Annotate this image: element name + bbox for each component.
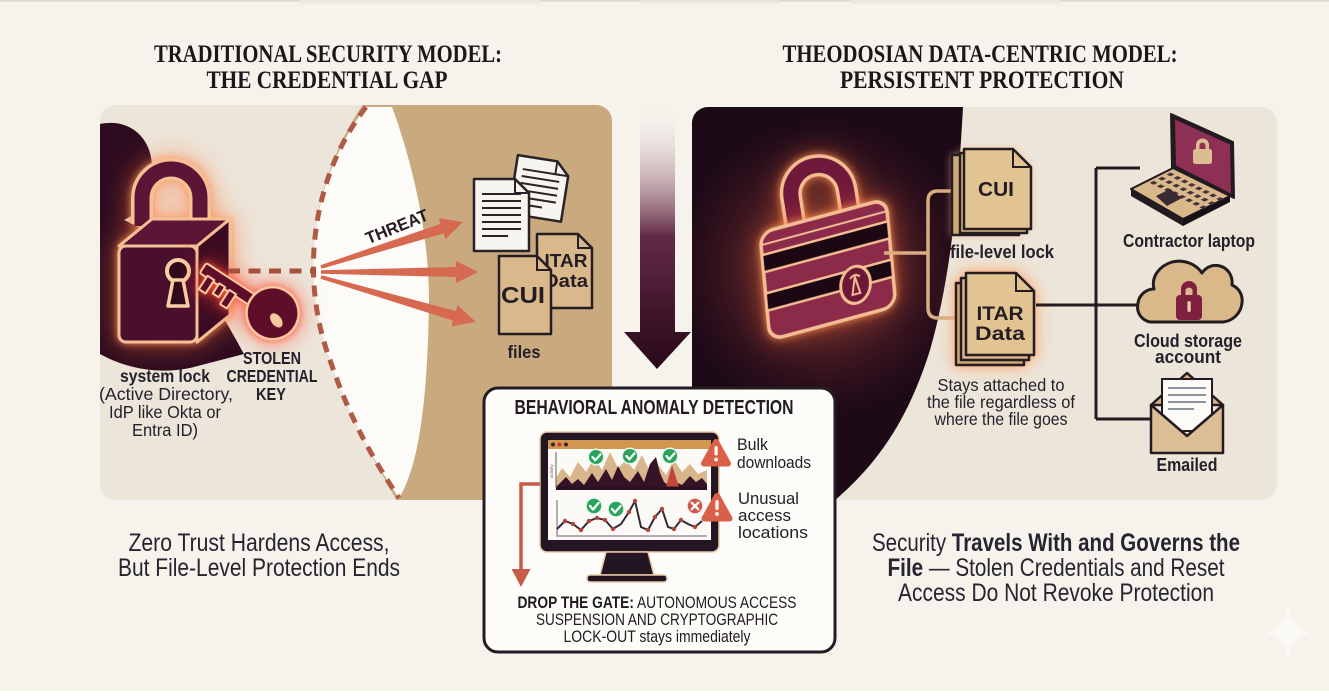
svg-text:TRADITIONAL SECURITY MODEL:: TRADITIONAL SECURITY MODEL:	[154, 41, 502, 68]
svg-text:BEHAVIORAL ANOMALY DETECTION: BEHAVIORAL ANOMALY DETECTION	[515, 397, 794, 419]
svg-text:file-level lock: file-level lock	[950, 242, 1055, 262]
svg-text:Zero Trust Hardens Access,: Zero Trust Hardens Access,	[129, 529, 390, 557]
svg-text:Data: Data	[975, 324, 1026, 345]
svg-text:CUI: CUI	[978, 179, 1014, 201]
svg-text:SUSPENSION AND CRYPTOGRAPHIC: SUSPENSION AND CRYPTOGRAPHIC	[536, 610, 778, 629]
svg-text:File — Stolen Credentials and: File — Stolen Credentials and Reset	[888, 554, 1225, 582]
svg-text:files: files	[508, 342, 541, 362]
svg-text:Entra ID): Entra ID)	[132, 420, 198, 440]
svg-text:Cloud storage: Cloud storage	[1134, 331, 1242, 351]
svg-text:Security Travels With and Gove: Security Travels With and Governs the	[872, 529, 1240, 557]
svg-text:THEODOSIAN DATA-CENTRIC MODEL:: THEODOSIAN DATA-CENTRIC MODEL:	[783, 41, 1178, 68]
svg-text:Access Do Not Revoke Protectio: Access Do Not Revoke Protection	[898, 579, 1214, 607]
svg-text:ITAR: ITAR	[977, 304, 1024, 325]
svg-text:downloads: downloads	[737, 454, 811, 472]
svg-text:LOCK-OUT stays immediately: LOCK-OUT stays immediately	[564, 627, 751, 646]
svg-text:Bulk: Bulk	[737, 436, 769, 454]
svg-text:locations: locations	[738, 524, 808, 542]
svg-text:IdP like Okta or: IdP like Okta or	[109, 402, 221, 422]
svg-text:Contractor laptop: Contractor laptop	[1123, 231, 1255, 251]
svg-text:activity: activity	[549, 463, 554, 478]
svg-text:access: access	[738, 507, 791, 525]
svg-text:CREDENTIAL: CREDENTIAL	[227, 366, 318, 386]
svg-text:Emailed: Emailed	[1157, 455, 1218, 475]
svg-text:But File-Level Protection Ends: But File-Level Protection Ends	[118, 554, 400, 582]
svg-text:THE CREDENTIAL GAP: THE CREDENTIAL GAP	[207, 67, 448, 94]
svg-text:Data: Data	[544, 271, 589, 291]
svg-text:DROP THE GATE: AUTONOMOUS ACCE: DROP THE GATE: AUTONOMOUS ACCESS	[518, 593, 797, 612]
svg-text:where the file goes: where the file goes	[934, 409, 1068, 429]
svg-text:Stays attached to: Stays attached to	[938, 375, 1065, 395]
svg-text:ITAR: ITAR	[545, 251, 588, 271]
svg-text:Unusual: Unusual	[738, 490, 799, 508]
svg-text:STOLEN: STOLEN	[243, 348, 301, 368]
svg-text:(Active Directory,: (Active Directory,	[99, 384, 233, 404]
svg-text:system lock: system lock	[120, 366, 210, 386]
svg-text:account: account	[1155, 347, 1221, 367]
svg-text:the file regardless of: the file regardless of	[927, 392, 1075, 412]
svg-text:KEY: KEY	[256, 384, 286, 404]
svg-text:PERSISTENT PROTECTION: PERSISTENT PROTECTION	[840, 67, 1124, 94]
svg-text:CUI: CUI	[501, 282, 545, 308]
